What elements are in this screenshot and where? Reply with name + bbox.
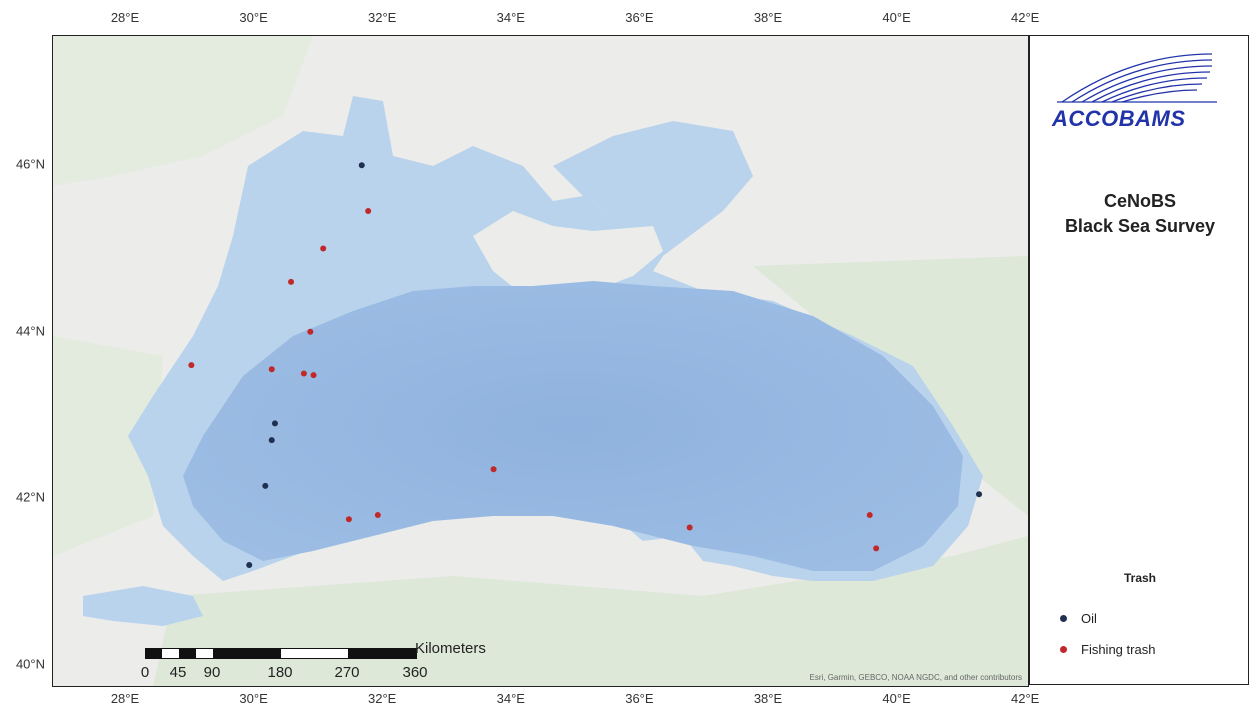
- lat-tick: 46°N: [15, 156, 45, 172]
- oil-point[interactable]: [358, 162, 365, 169]
- fishing-trash-point[interactable]: [365, 208, 372, 215]
- fishing-trash-point[interactable]: [866, 512, 873, 519]
- lat-tick: 40°N: [15, 656, 45, 672]
- oil-point[interactable]: [271, 420, 278, 427]
- fishing-trash-point[interactable]: [307, 328, 314, 335]
- fishing-trash-point[interactable]: [188, 362, 195, 369]
- fishing-trash-point[interactable]: [374, 512, 381, 519]
- oil-point[interactable]: [976, 491, 983, 498]
- legend-item-fishing-trash: Fishing trash: [1060, 642, 1155, 657]
- lon-tick-top: 30°E: [239, 10, 268, 25]
- fishing-trash-marker-icon: [1060, 646, 1067, 653]
- fishing-trash-point[interactable]: [873, 545, 880, 552]
- lon-tick-top: 42°E: [1011, 10, 1040, 25]
- accobams-logo-icon: [1057, 53, 1217, 103]
- oil-point[interactable]: [262, 482, 269, 489]
- map-attribution: Esri, Garmin, GEBCO, NOAA NGDC, and othe…: [809, 673, 1022, 682]
- lon-tick-bottom: 40°E: [882, 691, 911, 706]
- terrain-balkans: [53, 336, 163, 556]
- sea-of-marmara: [83, 586, 203, 626]
- lon-tick-bottom: 38°E: [753, 691, 783, 706]
- lat-tick: 44°N: [15, 323, 45, 339]
- fishing-trash-point[interactable]: [345, 516, 352, 523]
- lon-tick-bottom: 28°E: [110, 691, 140, 706]
- scale-label: 270: [334, 664, 360, 681]
- legend-item-label: Oil: [1081, 611, 1097, 626]
- lon-tick-top: 28°E: [110, 10, 140, 25]
- lon-tick-top: 34°E: [496, 10, 525, 25]
- oil-marker-icon: [1060, 615, 1067, 622]
- scale-label: 90: [203, 664, 221, 681]
- oil-point[interactable]: [268, 437, 275, 444]
- legend-item-label: Fishing trash: [1081, 642, 1156, 657]
- map-canvas[interactable]: [53, 36, 1028, 686]
- fishing-trash-point[interactable]: [288, 278, 295, 285]
- lon-tick-bottom: 42°E: [1011, 691, 1040, 706]
- lon-tick-bottom: 36°E: [625, 691, 654, 706]
- scale-label: 45: [169, 664, 187, 681]
- lon-tick-bottom: 34°E: [496, 691, 525, 706]
- sea-of-azov: [553, 121, 753, 226]
- oil-point[interactable]: [246, 562, 253, 569]
- crimea-peninsula: [473, 211, 663, 301]
- legend-trash-title: Trash: [1123, 571, 1156, 585]
- lon-tick-top: 38°E: [753, 10, 783, 25]
- terrain-north: [53, 36, 313, 186]
- scale-label: 0: [140, 664, 150, 681]
- survey-title-line1: CeNoBS: [1103, 191, 1176, 211]
- legend-item-oil: Oil: [1060, 611, 1097, 626]
- survey-title-line2: Black Sea Survey: [1064, 216, 1216, 236]
- lon-tick-bottom: 30°E: [239, 691, 268, 706]
- deep-basin: [183, 281, 963, 571]
- accobams-logo-text: ACCOBAMS: [1052, 106, 1186, 131]
- map-frame[interactable]: Kilometers 0 45 90 180 270 360 Esri, Gar…: [52, 35, 1029, 687]
- fishing-trash-point[interactable]: [300, 370, 307, 377]
- lat-tick: 42°N: [15, 489, 45, 505]
- fishing-trash-point[interactable]: [490, 466, 497, 473]
- scale-label: 360: [402, 664, 428, 681]
- scale-bar-unit: Kilometers: [415, 640, 486, 657]
- lon-tick-top: 32°E: [368, 10, 397, 25]
- fishing-trash-point[interactable]: [310, 372, 317, 379]
- lon-tick-top: 36°E: [625, 10, 654, 25]
- fishing-trash-point[interactable]: [686, 524, 693, 531]
- scale-bar: [145, 648, 417, 659]
- scale-label: 180: [267, 664, 293, 681]
- fishing-trash-point[interactable]: [268, 366, 275, 373]
- lon-tick-top: 40°E: [882, 10, 911, 25]
- lon-tick-bottom: 32°E: [368, 691, 397, 706]
- legend-panel: ACCOBAMS CeNoBS Black Sea Survey Trash O…: [1029, 35, 1249, 685]
- fishing-trash-point[interactable]: [320, 245, 327, 252]
